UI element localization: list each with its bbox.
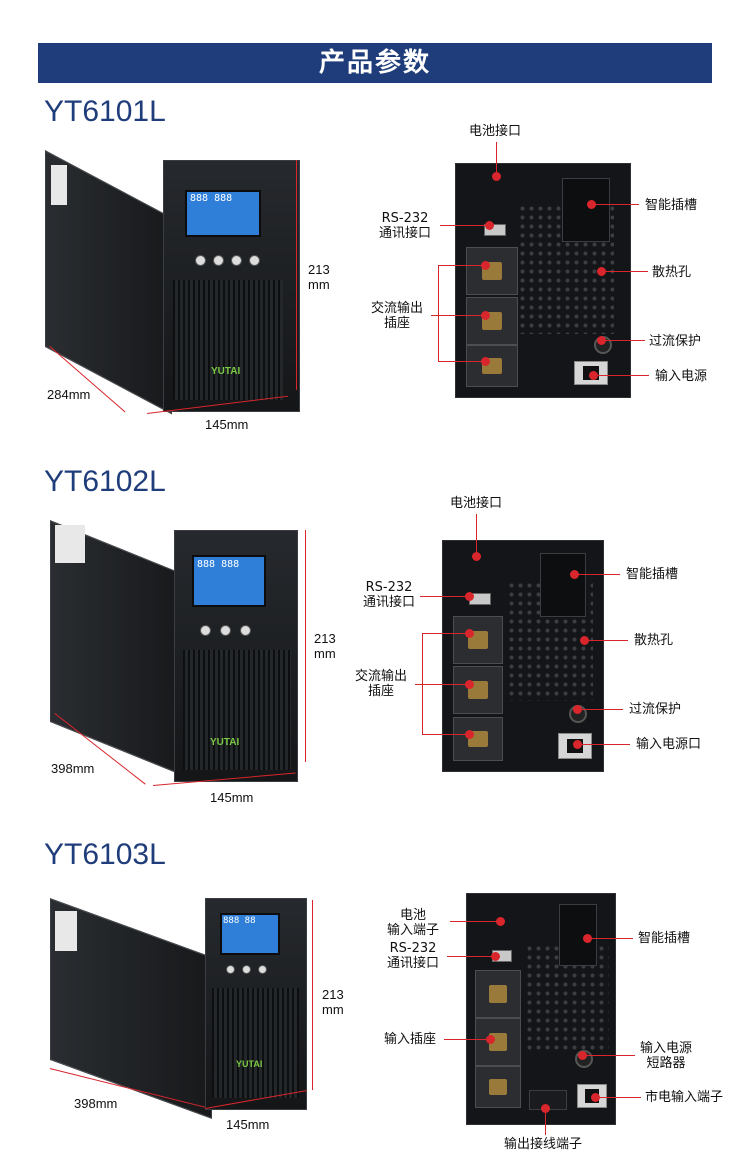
callout-ac-output: 交流输出 插座 (371, 301, 424, 331)
height-label: 213 mm (308, 262, 330, 292)
callout-smart-slot: 智能插槽 (645, 198, 698, 213)
callout-smart-slot: 智能插槽 (626, 567, 679, 582)
callout-smart-slot: 智能插槽 (638, 931, 691, 946)
callout-mains: 市电输入端子 (645, 1090, 724, 1105)
ups-product-image: 888 888 YUTAI (50, 515, 300, 785)
rear-panel-image (466, 893, 616, 1125)
ups-product-image: 888 88 YUTAI (50, 893, 310, 1123)
callout-output-terminal: 输出接线端子 (504, 1137, 583, 1152)
height-label: 213 mm (314, 631, 336, 661)
callout-overcurrent: 过流保护 (629, 702, 682, 717)
callout-rs232: RS-232 通讯接口 (387, 941, 440, 971)
page-banner: 产品参数 (38, 43, 712, 83)
callout-vent: 散热孔 (634, 633, 674, 648)
depth-label: 398mm (74, 1096, 118, 1111)
ups-product-image: 888 888 YUTAI (45, 145, 305, 415)
brand-logo: YUTAI (210, 737, 240, 748)
width-label: 145mm (205, 417, 249, 432)
brand-logo: YUTAI (236, 1059, 263, 1069)
brand-logo: YUTAI (211, 366, 241, 377)
width-label: 145mm (210, 790, 254, 805)
width-label: 145mm (226, 1117, 270, 1132)
rear-panel-image (442, 540, 604, 772)
callout-battery: 电池接口 (450, 496, 503, 511)
depth-label: 284mm (47, 387, 91, 402)
callout-battery: 电池 输入端子 (387, 908, 440, 938)
height-label: 213 mm (322, 987, 344, 1017)
callout-power-in: 输入电源 (655, 369, 708, 384)
callout-ac-output: 交流输出 插座 (355, 669, 408, 699)
callout-rs232: RS-232 通讯接口 (379, 211, 432, 241)
callout-breaker: 输入电源 短路器 (640, 1041, 693, 1071)
model-title: YT6102L (44, 465, 166, 498)
callout-power-in: 输入电源口 (636, 737, 702, 752)
callout-vent: 散热孔 (652, 265, 692, 280)
model-title: YT6103L (44, 838, 166, 871)
depth-label: 398mm (51, 761, 95, 776)
callout-rs232: RS-232 通讯接口 (363, 580, 416, 610)
callout-input-socket: 输入插座 (384, 1032, 437, 1047)
model-title: YT6101L (44, 95, 166, 128)
callout-battery: 电池接口 (469, 124, 522, 139)
callout-overcurrent: 过流保护 (649, 334, 702, 349)
